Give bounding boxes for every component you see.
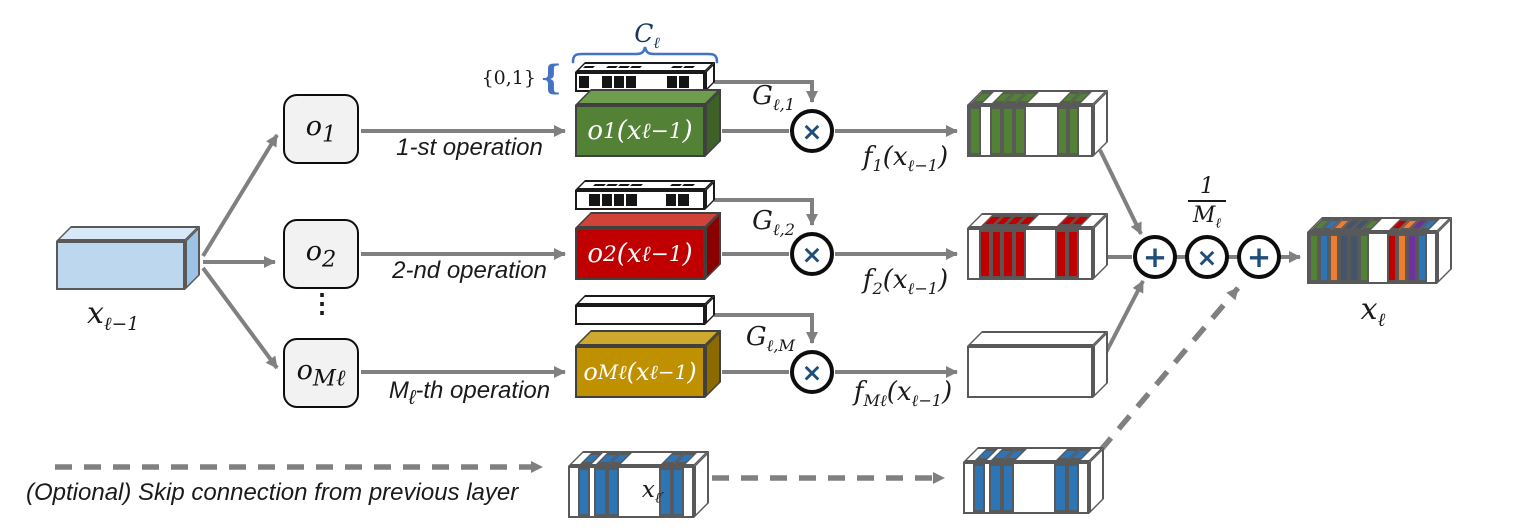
times-gate-circle-1: × <box>790 109 834 153</box>
skip-tensor-2 <box>963 447 1104 514</box>
times-gate-circle-3: × <box>790 350 834 394</box>
bitset-label: {0,1} <box>481 67 536 89</box>
gate-mask-bar-3-top <box>575 295 715 305</box>
skip-tensor-1 <box>568 451 709 518</box>
masked-output-tensor-1-top <box>967 90 1108 105</box>
fraction-numerator: 1 <box>1188 174 1226 203</box>
scale-times-circle: × <box>1185 235 1229 279</box>
op-node-3-label: oMℓ <box>296 354 346 392</box>
masked-output-tensor-1-front <box>967 105 1093 157</box>
skip-tensor-2-front <box>963 462 1089 514</box>
op-node-3: oMℓ <box>283 338 359 408</box>
output-tensor-front <box>1307 232 1437 284</box>
input-to-op1-arrow <box>201 133 279 258</box>
op-row-label-2: 2-nd operation <box>392 257 547 284</box>
input-label: xℓ−1 <box>86 296 140 335</box>
bitset-brace: { <box>540 58 562 98</box>
gate-mask-bar-2 <box>575 180 715 210</box>
op-node-1-label: o1 <box>305 110 337 148</box>
skip-tensor-label: xℓ′ <box>641 477 665 507</box>
input-tensor <box>56 226 200 290</box>
c-ell-label: Cℓ <box>634 19 660 52</box>
skip-tensor-1-top <box>568 451 709 466</box>
input-tensor-front-face <box>56 241 185 290</box>
gate-mask-bar-2-front <box>575 190 705 210</box>
op-node-1: o1 <box>283 94 359 164</box>
masked-output-tensor-2 <box>967 213 1108 280</box>
gate-mask-bar-2-top <box>575 180 715 190</box>
masked-output-tensor-3-front <box>967 346 1093 398</box>
skip-caption: (Optional) Skip connection from previous… <box>26 479 519 506</box>
times-gate-circle-2: × <box>790 232 834 276</box>
output-tensor-top <box>1307 217 1452 232</box>
skip-tensor-2-top <box>963 447 1104 462</box>
vertical-ellipsis: ⋮ <box>309 289 335 319</box>
op-row-label-3: Mℓ-th operation <box>388 377 551 409</box>
op-node-2: o2 <box>283 219 359 289</box>
gate-label-2: Gℓ,2 <box>752 206 795 240</box>
gate-mask-bar-1 <box>575 62 715 92</box>
masked-output-tensor-2-top <box>967 213 1108 228</box>
skip-tensor-1-front <box>568 466 694 518</box>
gate-mask-bar-1-top <box>575 62 715 72</box>
mask1-to-times1-elbow-arrow <box>714 80 818 103</box>
masked1-to-sum-arrow <box>1098 149 1143 235</box>
input-tensor-top-face <box>56 226 200 241</box>
output-tensor <box>1307 217 1452 284</box>
sum-circle-2: + <box>1237 235 1281 279</box>
f-label-3: fMℓ(xℓ−1) <box>853 377 953 411</box>
f-label-1: f1(xℓ−1) <box>862 142 949 176</box>
gate-mask-bar-3-front <box>575 305 705 325</box>
output-label: xℓ <box>1360 292 1386 331</box>
fraction-denominator: Mℓ <box>1192 203 1222 232</box>
skip-dashed-arrow-to-sum2 <box>1097 286 1241 453</box>
channel-brace <box>571 46 719 64</box>
op-node-2-label: o2 <box>305 235 337 273</box>
masked-output-tensor-3 <box>967 331 1108 398</box>
masked-output-tensor-1 <box>967 90 1108 157</box>
masked-output-tensor-2-front <box>967 228 1093 280</box>
mask2-to-times2-elbow-arrow <box>714 198 818 226</box>
masked-output-tensor-3-top <box>967 331 1108 346</box>
scale-fraction-label: 1 Mℓ <box>1172 174 1242 232</box>
mask3-to-times3-elbow-arrow <box>714 313 818 344</box>
f-label-2: f2(xℓ−1) <box>862 265 949 299</box>
gate-mask-bar-3 <box>575 295 715 325</box>
gate-label-3: Gℓ,M <box>745 322 795 356</box>
gate-mask-bar-1-front <box>575 72 705 92</box>
gate-label-1: Gℓ,1 <box>752 81 795 115</box>
sum-circle-1: + <box>1133 235 1177 279</box>
op-row-label-1: 1-st operation <box>396 134 543 161</box>
input-to-op3-arrow <box>201 266 279 370</box>
